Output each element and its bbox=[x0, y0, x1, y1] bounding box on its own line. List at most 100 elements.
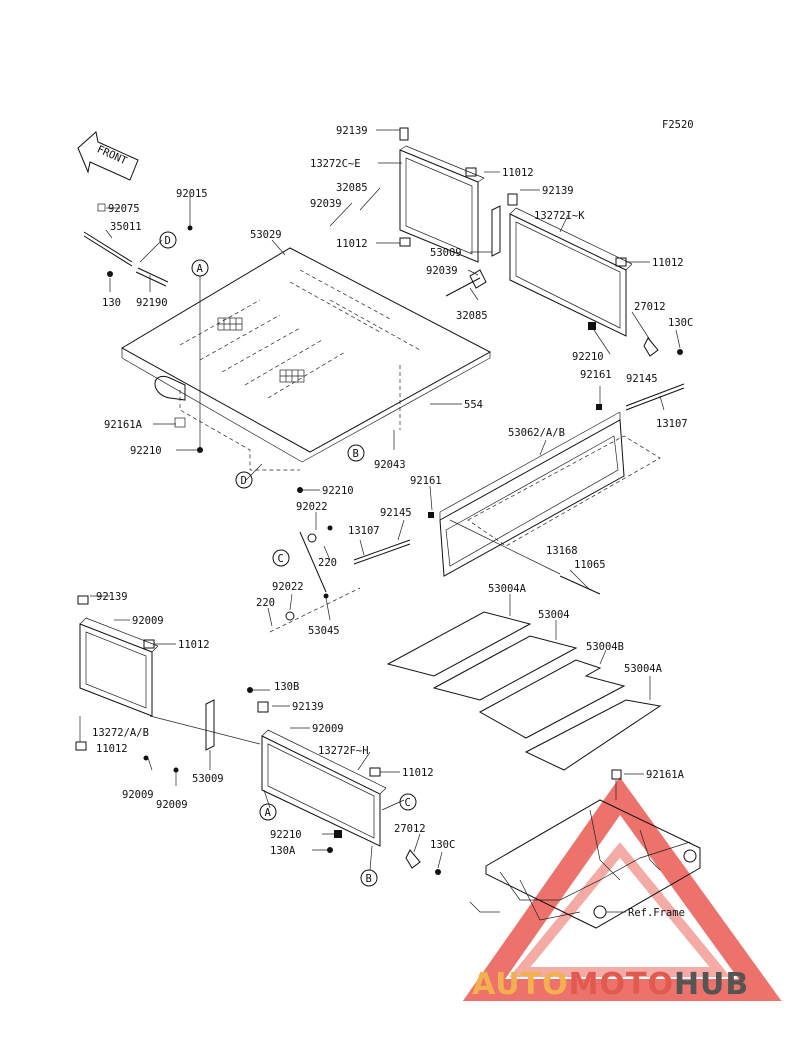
front-label: FRONT bbox=[95, 143, 129, 167]
part-label: 13272I~K bbox=[534, 210, 585, 222]
part-label: 92161 bbox=[410, 475, 442, 487]
bracket-53009-top bbox=[491, 205, 501, 257]
part-label: 27012 bbox=[634, 301, 666, 313]
part-label: 11012 bbox=[96, 743, 128, 755]
part-label: 92009 bbox=[132, 615, 164, 627]
svg-text:A: A bbox=[197, 263, 204, 275]
callout-A-top: A bbox=[191, 259, 209, 277]
part-label: 53062/A/B bbox=[508, 427, 565, 439]
callout-D-bed: D bbox=[235, 471, 253, 489]
leaders-right-panel bbox=[520, 189, 681, 355]
callout-C-cable: C bbox=[272, 549, 290, 567]
side-panel-13272I-K bbox=[507, 193, 633, 337]
pin-13107-right bbox=[625, 383, 685, 411]
part-label: 92039 bbox=[426, 265, 458, 277]
callout-D-top: D bbox=[159, 231, 177, 249]
callout-A-bottom: A bbox=[259, 803, 277, 821]
part-label: 220 bbox=[256, 597, 275, 609]
part-label: 53029 bbox=[250, 229, 282, 241]
bracket-53009-left bbox=[205, 699, 215, 751]
part-label: 130C bbox=[668, 317, 693, 329]
ref-frame-label: Ref.Frame bbox=[628, 907, 685, 919]
watermark-triangle-icon bbox=[462, 777, 782, 1001]
part-label: 11012 bbox=[502, 167, 534, 179]
part-label: 13272/A/B bbox=[92, 727, 149, 739]
part-label: 130A bbox=[270, 845, 296, 857]
hinge-32085-lower bbox=[445, 269, 487, 297]
svg-text:C: C bbox=[278, 553, 284, 565]
part-label: 92161 bbox=[580, 369, 612, 381]
part-label: 92139 bbox=[542, 185, 574, 197]
part-label: 92145 bbox=[626, 373, 658, 385]
part-label: 92139 bbox=[336, 125, 368, 137]
part-label: 92022 bbox=[272, 581, 304, 593]
part-label: 13107 bbox=[656, 418, 688, 430]
part-label: 554 bbox=[464, 399, 483, 411]
part-label: 92015 bbox=[176, 188, 208, 200]
part-label: 130 bbox=[102, 297, 121, 309]
svg-text:A: A bbox=[265, 807, 272, 819]
rod-35011 bbox=[83, 231, 133, 267]
part-label: 11012 bbox=[652, 257, 684, 269]
grid-patch-1 bbox=[217, 317, 243, 331]
part-label: 130C bbox=[430, 839, 455, 851]
part-labels: 92139 13272C~E 11012 32085 92039 11012 5… bbox=[92, 125, 693, 857]
part-label: 53004B bbox=[586, 641, 624, 653]
frame-reference bbox=[469, 769, 701, 929]
part-label: 13107 bbox=[348, 525, 380, 537]
part-label: 92139 bbox=[96, 591, 128, 603]
callout-B-bottom: B bbox=[360, 869, 378, 887]
part-label: 92043 bbox=[374, 459, 406, 471]
part-label: 92145 bbox=[380, 507, 412, 519]
svg-text:D: D bbox=[241, 475, 247, 487]
part-label: 92161A bbox=[104, 419, 143, 431]
part-label: 13168 bbox=[546, 545, 578, 557]
svg-text:C: C bbox=[405, 797, 411, 809]
part-label: 53009 bbox=[430, 247, 462, 259]
part-label: 92139 bbox=[292, 701, 324, 713]
part-label: 92039 bbox=[310, 198, 342, 210]
part-label: 27012 bbox=[394, 823, 426, 835]
part-label: 11012 bbox=[336, 238, 368, 250]
part-label: 53004 bbox=[538, 609, 570, 621]
svg-text:D: D bbox=[165, 235, 171, 247]
side-panel-13272C-E bbox=[399, 127, 485, 263]
leaders-mats bbox=[509, 594, 651, 700]
part-label: 92210 bbox=[322, 485, 354, 497]
callout-C-bottom: C bbox=[399, 793, 417, 811]
svg-text:B: B bbox=[366, 873, 372, 885]
leaders-main bbox=[105, 195, 462, 491]
part-label: 32085 bbox=[336, 182, 368, 194]
part-label: 13272C~E bbox=[310, 158, 361, 170]
pin-13107-left bbox=[353, 539, 411, 565]
part-label: 53004A bbox=[488, 583, 527, 595]
part-label: 92022 bbox=[296, 501, 328, 513]
part-label: 92210 bbox=[270, 829, 302, 841]
leaders-tailgate bbox=[359, 386, 665, 591]
part-label: 53009 bbox=[192, 773, 224, 785]
part-label: 11012 bbox=[402, 767, 434, 779]
part-label: 11012 bbox=[178, 639, 210, 651]
part-label: 92210 bbox=[130, 445, 162, 457]
watermark-logo: AUTOMOTOHUB bbox=[472, 967, 748, 1002]
leaders-bottom-panel bbox=[250, 689, 443, 871]
part-label: 11065 bbox=[574, 559, 606, 571]
cargo-bed-53029 bbox=[120, 247, 492, 471]
part-label: 92210 bbox=[572, 351, 604, 363]
part-label: 35011 bbox=[110, 221, 142, 233]
part-label: 92075 bbox=[108, 203, 140, 215]
leaders-frame bbox=[606, 773, 644, 913]
leaders-cable bbox=[267, 512, 331, 627]
side-panel-13272-A-B bbox=[75, 595, 159, 751]
part-label: 32085 bbox=[456, 310, 488, 322]
part-label: 220 bbox=[318, 557, 337, 569]
side-panel-13272F-H bbox=[257, 701, 387, 847]
rod-92190 bbox=[135, 267, 169, 287]
part-label: 92009 bbox=[156, 799, 188, 811]
part-label: 13272F~H bbox=[318, 745, 369, 757]
svg-text:B: B bbox=[353, 448, 359, 460]
part-label: 92161A bbox=[646, 769, 685, 781]
floor-mats-53004 bbox=[386, 611, 662, 771]
